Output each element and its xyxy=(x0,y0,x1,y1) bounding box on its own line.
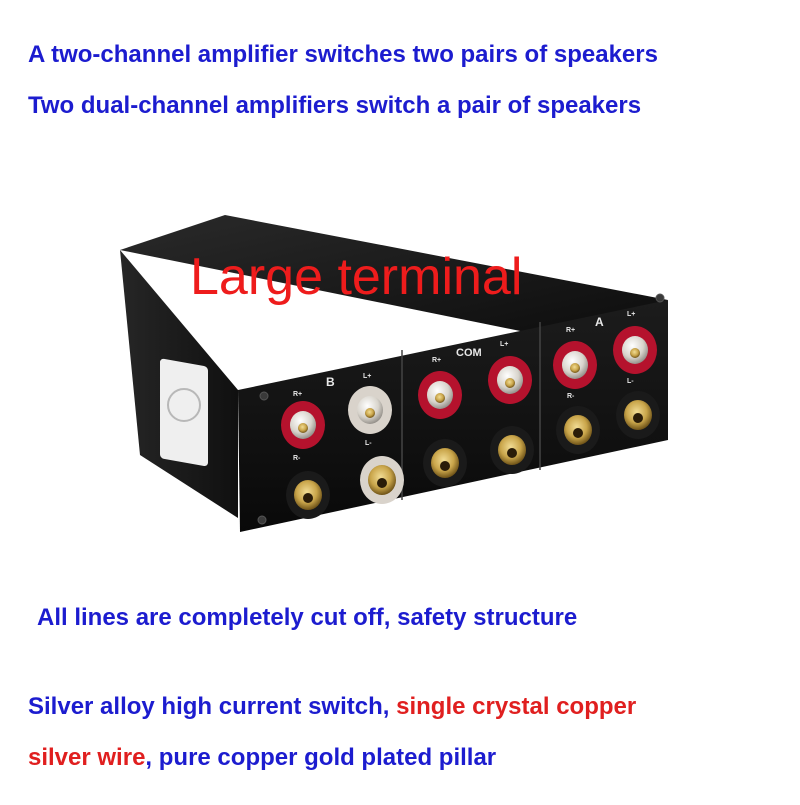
binding-posts xyxy=(281,326,660,519)
side-badge-logo xyxy=(167,388,201,422)
group-label-com: COM xyxy=(456,347,482,359)
feature-line-3: silver wire, pure copper gold plated pil… xyxy=(28,743,496,773)
large-terminal-overlay: Large terminal xyxy=(190,248,523,306)
feature-line-3-blue: , pure copper gold plated pillar xyxy=(145,744,497,771)
screw-icon xyxy=(257,293,665,525)
terminal-label-r-minus: R- xyxy=(293,455,301,462)
terminal-label-l-plus: L+ xyxy=(627,311,635,318)
terminal-label-r-plus: R+ xyxy=(432,357,441,364)
case-top xyxy=(120,215,668,338)
feature-line-2-red: single crystal copper xyxy=(396,693,637,720)
terminal-label-l-minus: L- xyxy=(365,440,372,447)
feature-line-1: All lines are completely cut off, safety… xyxy=(37,604,578,631)
headline-line-2: Two dual-channel amplifiers switch a pai… xyxy=(28,92,642,119)
group-label-b: B xyxy=(326,375,335,389)
feature-line-3-red: silver wire xyxy=(28,744,146,771)
group-label-a: A xyxy=(595,315,604,329)
terminal-label-l-minus: L- xyxy=(627,378,634,385)
terminal-label-r-minus: R- xyxy=(567,393,575,400)
silkscreen-labels: B COM A R+ L+ R- L- R+ L+ R+ L+ R- L- xyxy=(293,311,635,462)
feature-line-2-blue: Silver alloy high current switch, xyxy=(28,693,397,720)
feature-line-2: Silver alloy high current switch, single… xyxy=(28,692,636,722)
terminal-label-l-plus: L+ xyxy=(500,341,508,348)
terminal-label-r-plus: R+ xyxy=(566,327,575,334)
terminal-label-l-plus: L+ xyxy=(363,373,371,380)
headline-line-1: A two-channel amplifier switches two pai… xyxy=(28,41,658,68)
terminal-label-r-plus: R+ xyxy=(293,391,302,398)
side-badge-panel xyxy=(160,358,208,467)
